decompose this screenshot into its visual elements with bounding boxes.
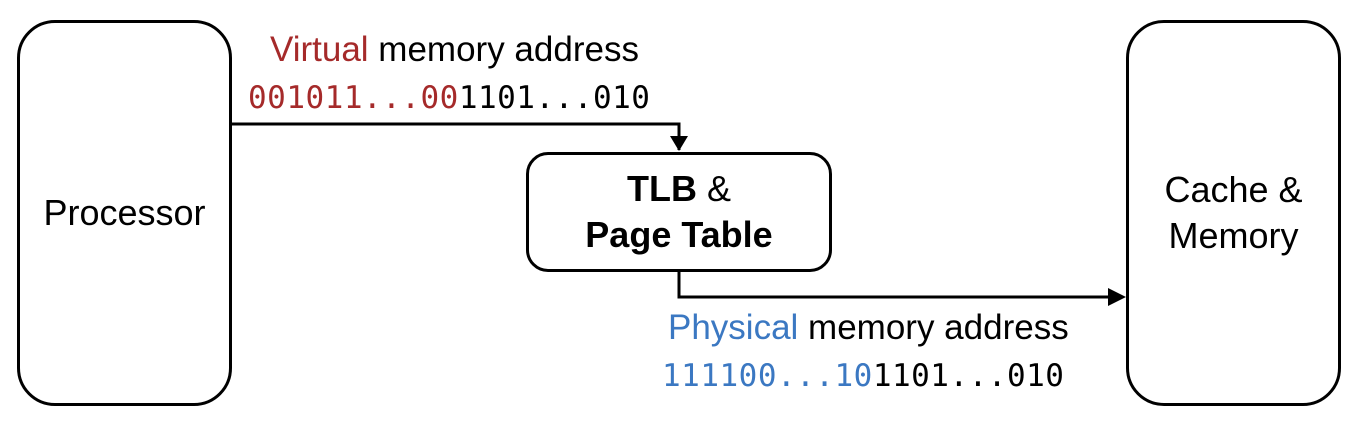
physical-address-title: Physical memory address [668,308,1069,348]
cache-label: Cache & [1164,169,1303,210]
tlb-amp: & [696,168,731,209]
physical-address-bits: 111100...101101...010 [662,358,1064,394]
virtual-address-title: Virtual memory address [270,30,639,70]
processor-box: Processor [17,20,232,406]
virtual-address-bits: 001011...001101...010 [248,80,650,116]
tlb-page-table-box: TLB & Page Table [526,152,832,272]
page-table-label: Page Table [585,214,773,255]
virtual-bits-colored: 001011...00 [248,80,459,116]
physical-address-arrow [677,272,1110,299]
physical-bits-rest: 1101...010 [872,358,1065,394]
virtual-address-arrow [232,122,681,150]
physical-word: Physical [668,308,799,347]
processor-label: Processor [43,192,206,233]
memory-label: Memory [1168,215,1299,256]
tlb-label: TLB [627,168,697,209]
physical-bits-colored: 111100...10 [662,358,873,394]
virtual-word-rest: memory address [368,30,639,69]
virtual-bits-rest: 1101...010 [458,80,651,116]
physical-word-rest: memory address [798,308,1069,347]
virtual-word: Virtual [270,30,369,69]
cache-memory-box: Cache & Memory [1126,20,1341,406]
